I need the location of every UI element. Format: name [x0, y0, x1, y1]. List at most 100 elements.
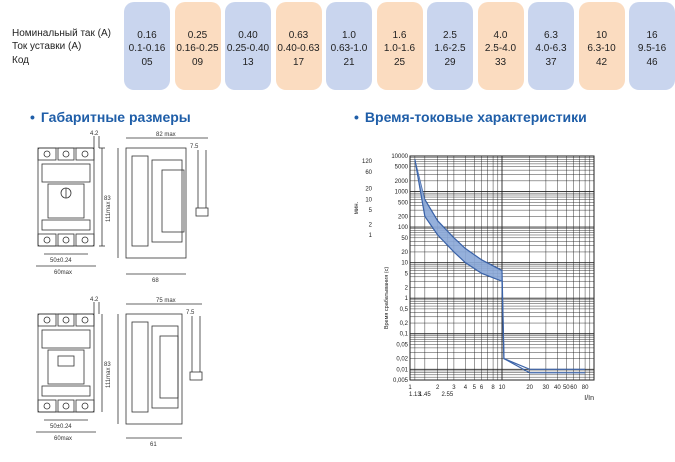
y-tick-label: 0,02 [396, 357, 408, 363]
x-tick-label: 1.45 [419, 392, 431, 398]
dim-top-d3: 7.5 [190, 144, 199, 150]
rating-code: 09 [191, 57, 204, 68]
y-tick-min-label: 120 [362, 159, 373, 165]
y-tick-label: 1000 [395, 190, 409, 196]
rating-code: 37 [545, 57, 557, 68]
dimensions-heading: • Габаритные размеры [30, 109, 191, 125]
rating-table: Номинальный так (А) Ток уставки (А) Код … [0, 0, 675, 92]
y-tick-label: 2 [405, 285, 409, 291]
dim-bottom-d1: 4.2 [90, 297, 99, 303]
rating-code: 46 [646, 57, 658, 68]
y-unit-label: мин. [354, 201, 360, 214]
x-tick-label: 30 [543, 385, 550, 391]
rating-range: 0.25-0.40 [226, 43, 270, 54]
rating-code: 25 [393, 57, 406, 68]
rating-range: 0.63-1.0 [330, 43, 368, 54]
x-tick-label: 60 [570, 385, 577, 391]
x-tick-label: 4 [464, 385, 468, 391]
rating-range: 0.1-0.16 [128, 43, 166, 54]
rating-code: 05 [141, 57, 153, 68]
dim-bottom-d2: 75 max [156, 298, 176, 304]
rating-range: 2.5-4.0 [484, 43, 517, 54]
y-tick-label: 10000 [391, 154, 408, 160]
rating-range: 0.16-0.25 [176, 43, 219, 54]
rating-code: 13 [242, 57, 254, 68]
bullet-icon: • [30, 109, 35, 125]
rating-range: 1.6-2.5 [434, 43, 466, 54]
row-label-setting: Ток уставки (А) [12, 41, 82, 52]
x-axis-label: I/In [584, 395, 594, 402]
dim-top-w3: 68 [152, 278, 159, 284]
side-view-top [117, 137, 209, 275]
rating-column: 0.25 0.16-0.25 09 [174, 2, 221, 90]
rating-nominal: 0.25 [187, 30, 208, 41]
rating-nominal: 16 [646, 30, 658, 41]
y-tick-min-label: 5 [369, 208, 373, 214]
rating-column: 0.40 0.25-0.40 13 [225, 2, 271, 90]
dim-bottom-w2: 60max [54, 436, 72, 442]
dimensions-heading-text: Габаритные размеры [40, 109, 191, 125]
rating-nominal: 10 [595, 30, 608, 41]
y-tick-label: 2000 [395, 179, 409, 185]
dim-bottom-w3: 61 [150, 442, 157, 448]
y-tick-min-label: 10 [365, 197, 372, 203]
front-view-bottom [36, 302, 103, 433]
y-tick-min-label: 20 [365, 187, 372, 193]
y-tick-min-label: 2 [369, 222, 373, 228]
y-tick-label: 0,1 [400, 332, 409, 338]
y-tick-min-label: 1 [369, 233, 373, 239]
dim-top-d2: 82 max [156, 132, 176, 138]
rating-code: 33 [494, 57, 507, 68]
dim-bottom-d3: 7.5 [186, 310, 195, 316]
y-tick-label: 0,005 [393, 378, 409, 384]
dim-bottom-h1: 83 [104, 362, 111, 368]
rating-range: 9.5-16 [637, 43, 667, 54]
dim-bottom-h2: 111max [106, 368, 112, 388]
x-tick-label: 40 [554, 385, 561, 391]
rating-nominal: 0.40 [238, 30, 258, 41]
y-tick-label: 5 [405, 271, 409, 277]
dim-top-h1: 83 [104, 196, 111, 202]
x-tick-label: 3 [452, 385, 456, 391]
x-tick-label: 5 [473, 385, 477, 391]
y-tick-label: 0,5 [400, 307, 409, 313]
y-tick-label: 200 [398, 214, 409, 220]
y-tick-label: 0,05 [396, 342, 408, 348]
x-tick-label: 20 [526, 385, 533, 391]
x-tick-label: 80 [582, 385, 589, 391]
time-current-chart: 10000 5000 2000 1000 500 200 100 50 20 10 5 2 1 0,5 0,… [354, 154, 595, 402]
x-tick-label: 2 [436, 385, 440, 391]
rating-range: 0.40-0.63 [277, 43, 320, 54]
rating-range: 6.3-10 [587, 43, 616, 54]
y-tick-label: 100 [398, 225, 409, 231]
rating-code: 29 [444, 57, 456, 68]
curve-heading-text: Время-токовые характеристики [364, 109, 587, 125]
rating-code: 17 [292, 57, 305, 68]
y-axis-label: Время срабатывания (с) [384, 267, 390, 329]
x-tick-label: 50 [563, 385, 570, 391]
rating-range: 1.0-1.6 [383, 43, 416, 54]
rating-column: 16 9.5-16 46 [629, 2, 675, 90]
dim-top-w1: 50±0.24 [50, 258, 72, 264]
y-tick-label: 0,2 [400, 321, 409, 327]
y-tick-label: 5000 [395, 165, 409, 171]
y-tick-label: 20 [401, 250, 408, 256]
y-tick-label: 10 [401, 261, 408, 267]
y-tick-label: 500 [398, 200, 409, 206]
rating-column: 0.63 0.40-0.63 17 [275, 2, 322, 90]
y-tick-label: 0,01 [396, 367, 408, 373]
front-view-top [36, 136, 105, 267]
trip-curve-1 [424, 199, 586, 370]
dim-bottom-w1: 50±0.24 [50, 424, 72, 430]
y-tick-min-label: 60 [365, 170, 372, 176]
row-label-nominal: Номинальный так (А) [12, 28, 111, 39]
dim-top-d1: 4.2 [90, 131, 99, 137]
rating-nominal: 0.63 [288, 30, 309, 41]
